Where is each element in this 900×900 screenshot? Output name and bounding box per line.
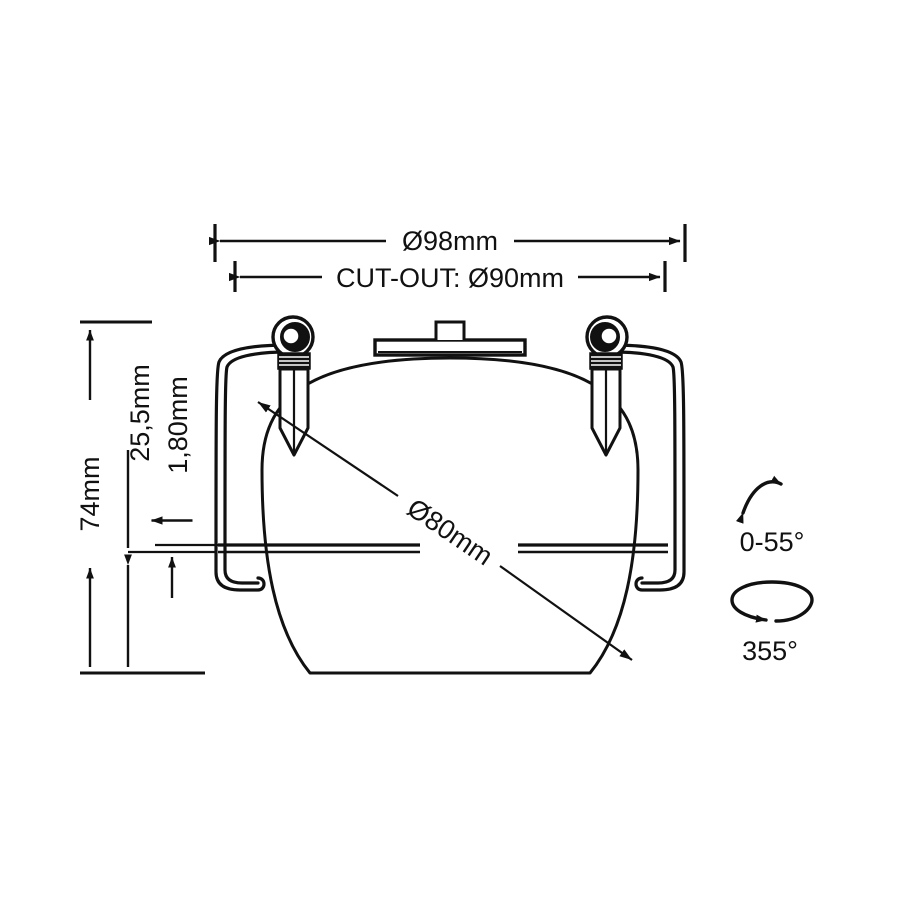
spring-wire-arm-left-outer [214,343,290,592]
ceiling-plane [218,543,668,554]
spin-angle-label: 355° [742,636,798,666]
lamp-housing-outline [260,356,640,675]
spring-wire-arm-left-inner [223,350,290,585]
dimension-extension-lines [80,320,218,675]
spring-clip-left [214,315,315,592]
body-diameter-leader-upper [257,401,399,497]
spin-ellipse-icon [730,580,814,623]
cutout-label: CUT-OUT: Ø90mm [336,263,564,293]
recess-depth-label: 25,5mm [125,364,155,462]
dimension-total-height: 74mm [75,330,105,667]
pivot-hole-left [281,326,301,346]
bezel-thickness-label: 1,80mm [163,376,193,474]
spring-wire-arm-right-outer [610,343,686,592]
total-height-label: 74mm [75,456,105,531]
outer-diameter-label: Ø98mm [402,226,498,256]
spin-indicator: 355° [730,580,814,666]
dimension-recess-depth: 25,5mm [124,364,155,667]
body-diameter-leader-lower [499,565,633,661]
tilt-arc-icon [735,475,783,524]
spring-wire-arm-right-inner [610,350,677,585]
plate-centre-tab [434,320,466,340]
spring-clip-right [585,315,686,592]
pivot-hole-right [599,326,619,346]
dimension-bezel-thickness: 1,80mm [151,376,193,598]
tilt-indicator: 0-55° [735,475,805,557]
dimension-cutout: CUT-OUT: Ø90mm [229,261,667,293]
fixture-body [260,320,640,675]
dimension-outer-diameter: Ø98mm [209,224,687,262]
tilt-angle-label: 0-55° [740,527,805,557]
